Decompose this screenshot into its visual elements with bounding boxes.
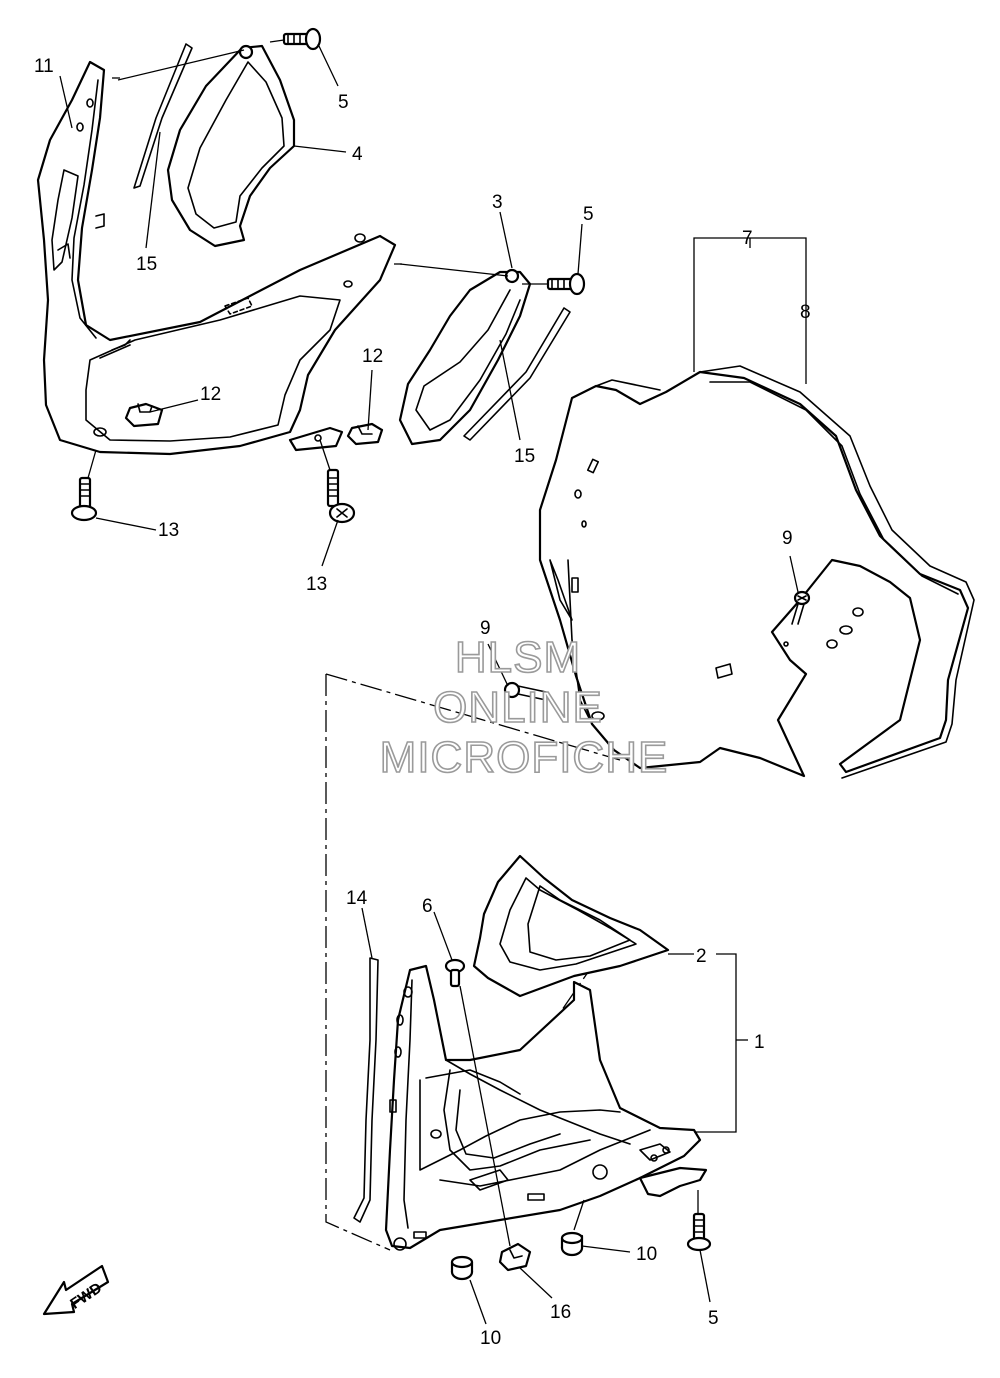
watermark-line-2: ONLINE <box>433 683 603 732</box>
inner-panel-4 <box>166 44 296 248</box>
screw-5-top <box>282 27 322 51</box>
clip-nut-12-right <box>346 422 384 446</box>
grommet-10-right <box>560 1231 584 1257</box>
callout-13-right: 13 <box>306 574 327 595</box>
front-cowling-1 <box>384 964 702 1251</box>
callout-6: 6 <box>422 896 433 917</box>
callout-9-left: 9 <box>480 618 491 639</box>
callout-14: 14 <box>346 888 368 909</box>
bolt-13-left <box>70 476 98 522</box>
callout-11: 11 <box>34 56 54 77</box>
callout-15-lower: 15 <box>514 446 535 467</box>
screw-6 <box>444 958 466 988</box>
inner-panel-right <box>398 268 532 446</box>
callout-12-left: 12 <box>200 384 221 405</box>
clip-nut-12-left <box>124 402 164 428</box>
callout-13-left: 13 <box>158 520 179 541</box>
callout-5-top: 5 <box>338 92 349 113</box>
callout-5-bottom: 5 <box>708 1308 719 1329</box>
callout-4: 4 <box>352 144 363 165</box>
callout-10-right: 10 <box>636 1244 657 1265</box>
watermark: HLSM ONLINE MICROFICHE <box>379 632 669 783</box>
callout-3: 3 <box>492 192 503 213</box>
bolt-5-bottom <box>686 1212 712 1252</box>
side-cowling-left <box>36 60 397 456</box>
cowl-bracket <box>638 1166 708 1198</box>
callout-7: 7 <box>742 228 753 249</box>
fwd-arrow-icon: FWD <box>42 1264 110 1316</box>
callout-12-right: 12 <box>362 346 383 367</box>
seal-strip-15-upper <box>133 43 193 189</box>
clip-nut-16 <box>498 1242 532 1272</box>
bracket-plate <box>288 426 344 452</box>
windscreen <box>538 365 975 779</box>
front-cowling-upper-2 <box>472 854 670 998</box>
grommet-10-left <box>450 1255 474 1281</box>
callout-labels: 11 5 4 15 3 5 7 8 12 12 15 13 13 9 9 14 … <box>34 56 811 1349</box>
seal-strip-15-lower <box>463 307 571 441</box>
callout-1: 1 <box>754 1032 765 1053</box>
callout-10-left: 10 <box>480 1328 501 1349</box>
bolt-13-right <box>326 468 356 524</box>
leaders-bottom <box>361 907 748 1325</box>
callout-16: 16 <box>550 1302 571 1323</box>
screw-9-left <box>503 681 547 701</box>
watermark-line-1: HLSM <box>455 633 581 682</box>
leaders-top <box>59 39 807 687</box>
screw-9-right <box>791 590 811 625</box>
callout-9-right: 9 <box>782 528 793 549</box>
callout-5-mid: 5 <box>583 204 594 225</box>
watermark-line-3: MICROFICHE <box>380 733 669 782</box>
callout-2: 2 <box>696 946 707 967</box>
callout-15-upper: 15 <box>136 254 157 275</box>
callout-8: 8 <box>800 302 811 323</box>
screw-5-mid <box>546 272 586 296</box>
seal-strip-14 <box>353 957 379 1223</box>
